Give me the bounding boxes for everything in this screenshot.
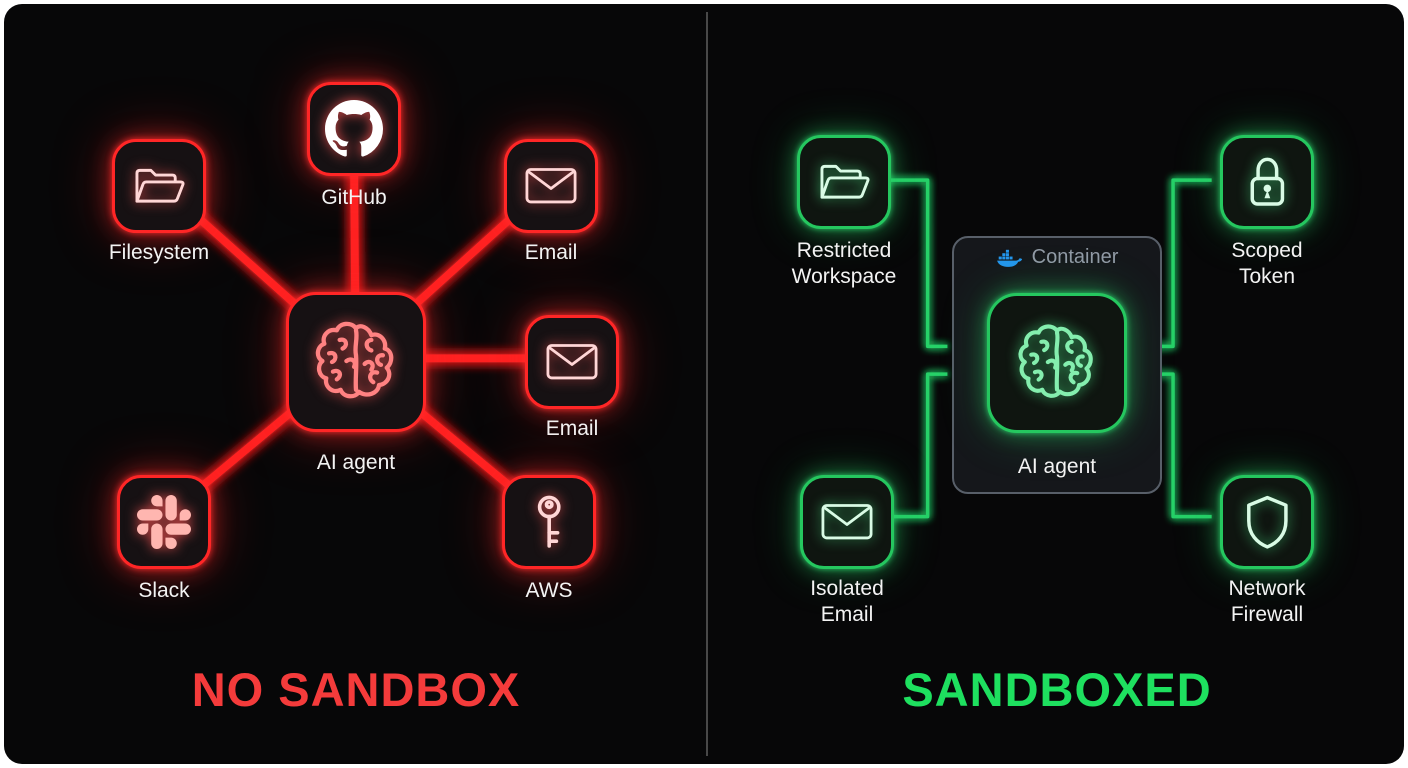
shield-icon	[1246, 495, 1288, 549]
network-firewall-node	[1220, 475, 1314, 569]
ai-agent-label-right: AI agent	[1017, 455, 1097, 478]
email-mid-node	[525, 315, 619, 409]
email-top-node	[504, 139, 598, 233]
lock-icon	[1250, 157, 1284, 206]
filesystem-node	[112, 139, 206, 233]
slack-label: Slack	[138, 579, 190, 602]
folder-icon	[135, 168, 185, 203]
connection-lines	[158, 127, 1212, 520]
github-icon	[325, 100, 383, 157]
isolated-email-node	[800, 475, 894, 569]
no-sandbox-title: NO SANDBOX	[191, 663, 521, 716]
diagram-canvas: Filesystem GitHub Email	[4, 4, 1404, 764]
email-top-label: Email	[524, 241, 578, 264]
ai-agent-node-left	[286, 292, 426, 432]
restricted-workspace-label: Restricted Workspace	[791, 239, 897, 288]
network-firewall-label: Network Firewall	[1228, 577, 1306, 626]
isolated-email-label: Isolated Email	[810, 577, 884, 626]
envelope-icon	[546, 344, 598, 380]
slack-node	[117, 475, 211, 569]
folder-icon	[820, 164, 870, 199]
brain-icon	[1018, 324, 1093, 398]
github-node	[307, 82, 401, 176]
ai-agent-node-right	[987, 293, 1127, 433]
slack-icon	[137, 495, 191, 549]
envelope-icon	[821, 504, 873, 540]
email-mid-label: Email	[545, 417, 599, 440]
container-label: Container	[1031, 246, 1119, 268]
github-label: GitHub	[321, 186, 387, 209]
filesystem-label: Filesystem	[108, 241, 210, 264]
sandboxed-title: SANDBOXED	[902, 663, 1212, 716]
envelope-icon	[525, 168, 577, 204]
restricted-workspace-node	[797, 135, 891, 229]
ai-agent-label-left: AI agent	[316, 451, 396, 474]
container-header: Container	[952, 246, 1162, 269]
key-icon	[537, 495, 561, 548]
aws-label: AWS	[525, 579, 573, 602]
brain-icon	[315, 321, 394, 399]
aws-node	[502, 475, 596, 569]
scoped-token-node	[1220, 135, 1314, 229]
docker-icon	[996, 249, 1022, 267]
scoped-token-label: Scoped Token	[1231, 239, 1303, 288]
panel-divider	[706, 12, 708, 756]
